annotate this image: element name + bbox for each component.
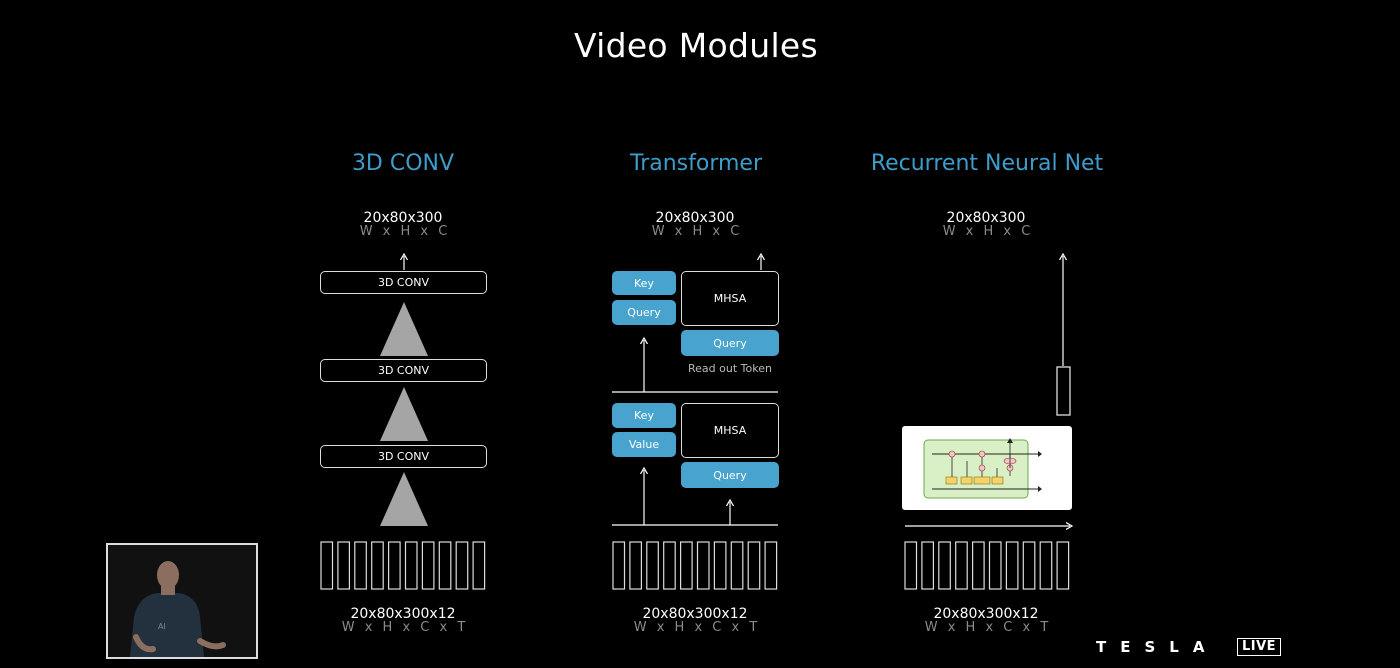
- lower-query-block: Query: [681, 462, 779, 488]
- frame-stack-rnn: [904, 541, 1070, 590]
- upper-query-block: Query: [612, 300, 676, 325]
- rnn-hidden-state: [1056, 366, 1071, 416]
- readout-query-token: Query: [681, 330, 779, 356]
- live-badge: LIVE: [1237, 638, 1282, 656]
- input-labels-3d-conv: W x H x C x T: [341, 620, 469, 635]
- column-title-rnn: Recurrent Neural Net: [870, 151, 1104, 176]
- column-title-3d-conv: 3D CONV: [351, 151, 455, 176]
- lower-key-block: Key: [612, 403, 676, 428]
- block-3d-conv-bottom: 3D CONV: [320, 445, 487, 468]
- readout-token-label: Read out Token: [688, 362, 772, 375]
- speaker-video-inset: AI: [106, 543, 258, 659]
- input-dims-rnn: 20x80x300x12: [933, 606, 1039, 622]
- block-3d-conv-top: 3D CONV: [320, 271, 487, 294]
- svg-text:AI: AI: [158, 622, 166, 631]
- block-3d-conv-mid: 3D CONV: [320, 359, 487, 382]
- input-dims-3d-conv: 20x80x300x12: [350, 606, 456, 622]
- lower-value-block: Value: [612, 432, 676, 457]
- output-labels-rnn: W x H x C: [942, 224, 1034, 239]
- page-title: Video Modules: [573, 26, 819, 65]
- triangle-3d-conv-mid: [380, 387, 428, 441]
- input-labels-transformer: W x H x C x T: [633, 620, 761, 635]
- speaker-figure: AI: [108, 545, 256, 657]
- output-dims-rnn: 20x80x300: [946, 210, 1026, 226]
- output-labels-transformer: W x H x C: [651, 224, 743, 239]
- lower-mhsa-block: MHSA: [681, 403, 779, 458]
- triangle-3d-conv-bottom: [380, 472, 428, 526]
- input-dims-transformer: 20x80x300x12: [642, 606, 748, 622]
- frame-stack-transformer: [612, 541, 778, 590]
- upper-mhsa-block: MHSA: [681, 271, 779, 326]
- triangle-3d-conv-top: [380, 302, 428, 356]
- output-dims-3d-conv: 20x80x300: [363, 210, 443, 226]
- frame-stack-3d-conv: [320, 541, 486, 590]
- tesla-logo: TESLA: [1096, 638, 1219, 656]
- lstm-cell-icon: [923, 438, 1042, 499]
- lstm-cell-panel: [902, 426, 1072, 510]
- input-labels-rnn: W x H x C x T: [924, 620, 1052, 635]
- output-labels-3d-conv: W x H x C: [359, 224, 451, 239]
- column-title-transformer: Transformer: [629, 151, 762, 176]
- output-dims-transformer: 20x80x300: [655, 210, 735, 226]
- upper-key-block: Key: [612, 271, 676, 295]
